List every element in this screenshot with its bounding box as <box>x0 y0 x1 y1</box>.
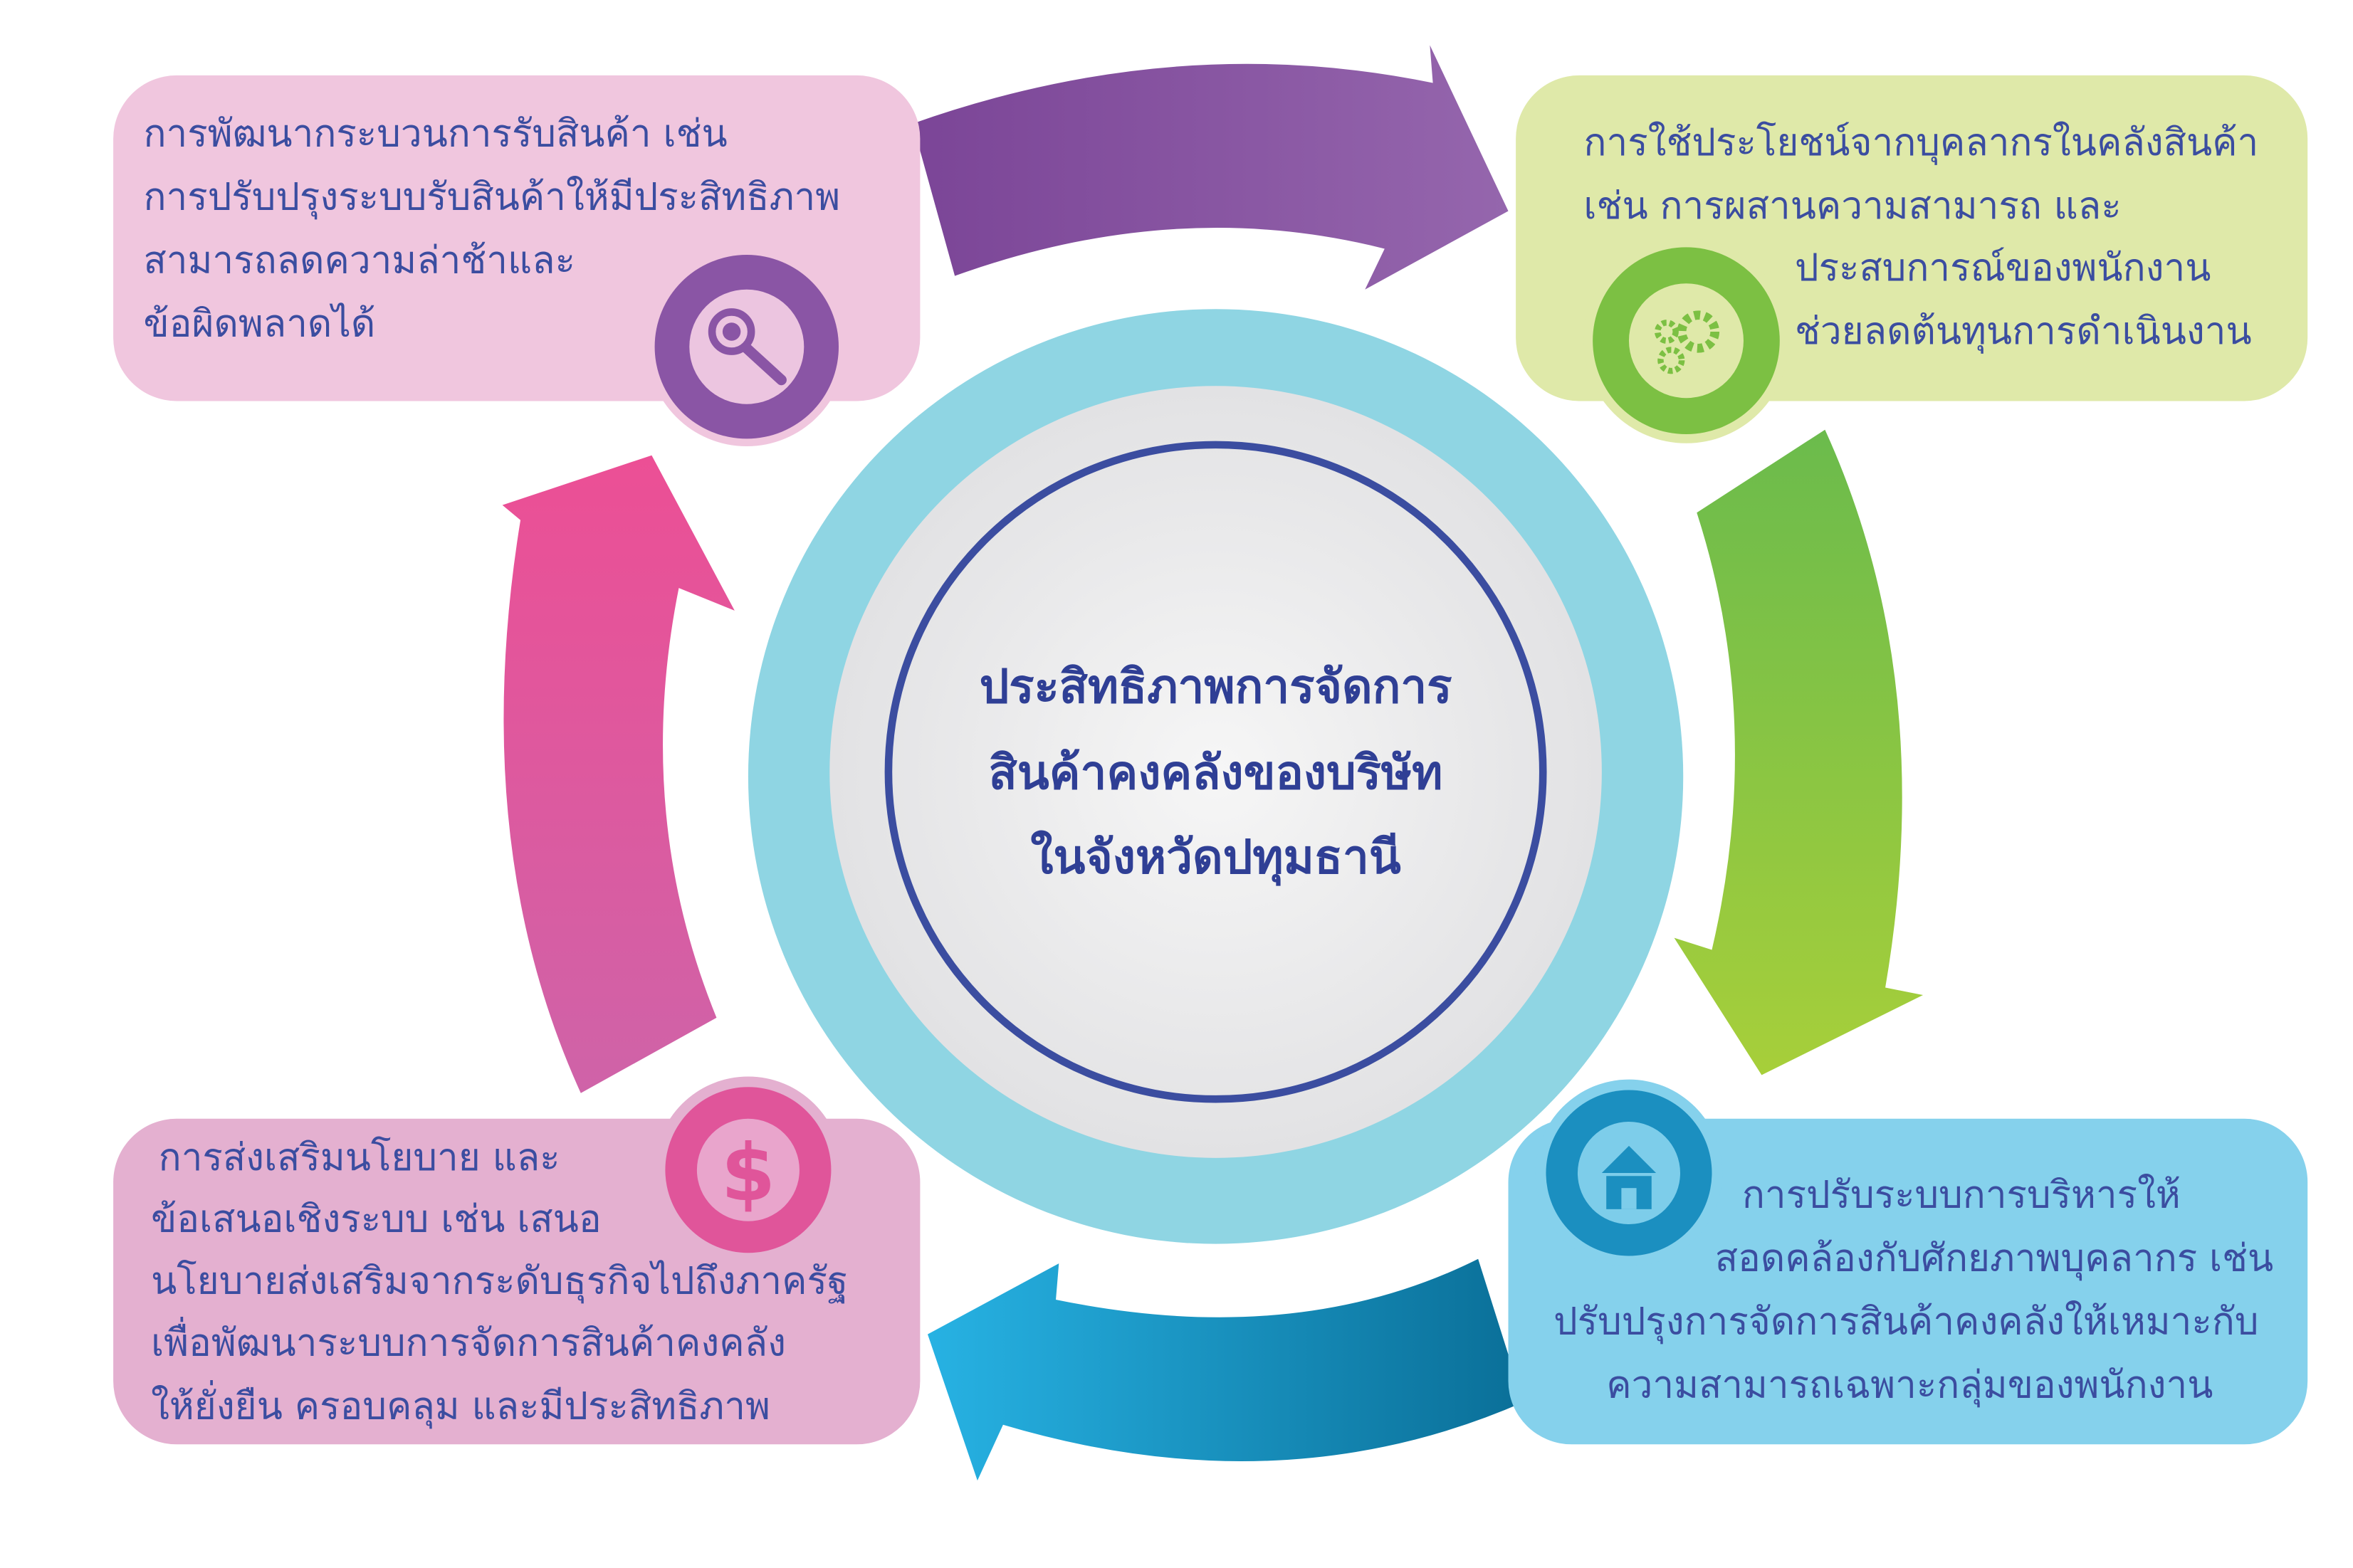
arrow-left-pink <box>502 455 735 1093</box>
box-text-line: การปรับระบบการบริหารให้ <box>1742 1174 2181 1217</box>
box-top-left: การพัฒนากระบวนการรับสินค้า เช่น การปรับป… <box>113 75 921 447</box>
arrow-bottom-blue <box>927 1258 1524 1481</box>
house-icon <box>1546 1090 1712 1256</box>
box-top-right: การใช้ประโยชน์จากบุคลากรในคลังสินค้า เช่… <box>1516 75 2308 443</box>
box-text-line: การใช้ประโยชน์จากบุคลากรในคลังสินค้า <box>1583 121 2258 165</box>
magnifier-icon <box>654 254 839 439</box>
box-text-line: ช่วยลดต้นทุนการดำเนินงาน <box>1795 310 2252 354</box>
box-text-line: นโยบายส่งเสริมจากระดับธุรกิจไปถึงภาครัฐ <box>151 1259 848 1303</box>
center-title-line: สินค้าคงคลังของบริษัท <box>989 746 1443 800</box>
box-text-line: การปรับปรุงระบบรับสินค้าให้มีประสิทธิภาพ <box>143 175 840 219</box>
box-text-line: ความสามารถเฉพาะกลุ่มของพนักงาน <box>1606 1364 2213 1408</box>
box-text-line: เช่น การผสานความสามารถ และ <box>1583 184 2121 228</box>
box-text-line: ให้ยั่งยืน ครอบคลุม และมีประสิทธิภาพ <box>151 1379 770 1428</box>
box-text-line: ประสบการณ์ของพนักงาน <box>1795 246 2211 290</box>
box-text-line: การพัฒนากระบวนการรับสินค้า เช่น <box>143 112 727 155</box>
box-text-line: เพื่อพัฒนาระบบการจัดการสินค้าคงคลัง <box>151 1316 786 1364</box>
center-title-line: ในจังหวัดปทุมธานี <box>1030 829 1400 886</box>
center-title-line: ประสิทธิภาพการจัดการ <box>980 660 1452 714</box>
arrow-right-green <box>1674 429 1924 1075</box>
box-text-line: สอดคล้องกับศักยภาพบุคลากร เช่น <box>1715 1237 2274 1281</box>
box-text-line: ข้อผิดพลาดได้ <box>143 302 375 345</box>
arrow-top-purple <box>912 45 1509 290</box>
gears-icon <box>1593 247 1780 435</box>
box-bottom-left: $ การส่งเสริมนโยบาย และ ข้อเสนอเชิงระบบ … <box>113 1076 921 1445</box>
box-text-line: สามารถลดความล่าช้าและ <box>143 238 575 282</box>
box-text-line: ข้อเสนอเชิงระบบ เช่น เสนอ <box>151 1198 602 1241</box>
box-text-line: ปรับปรุงการจัดการสินค้าคงคลังให้เหมาะกับ <box>1553 1300 2258 1345</box>
blue-ring <box>884 441 1547 1103</box>
svg-text:$: $ <box>721 1127 776 1219</box>
dollar-icon: $ <box>665 1087 832 1253</box>
box-bottom-right: การปรับระบบการบริหารให้ สอดคล้องกับศักยภ… <box>1508 1079 2308 1445</box>
inner-disc <box>829 386 1602 1158</box>
box-text-line: การส่งเสริมนโยบาย และ <box>159 1136 560 1179</box>
